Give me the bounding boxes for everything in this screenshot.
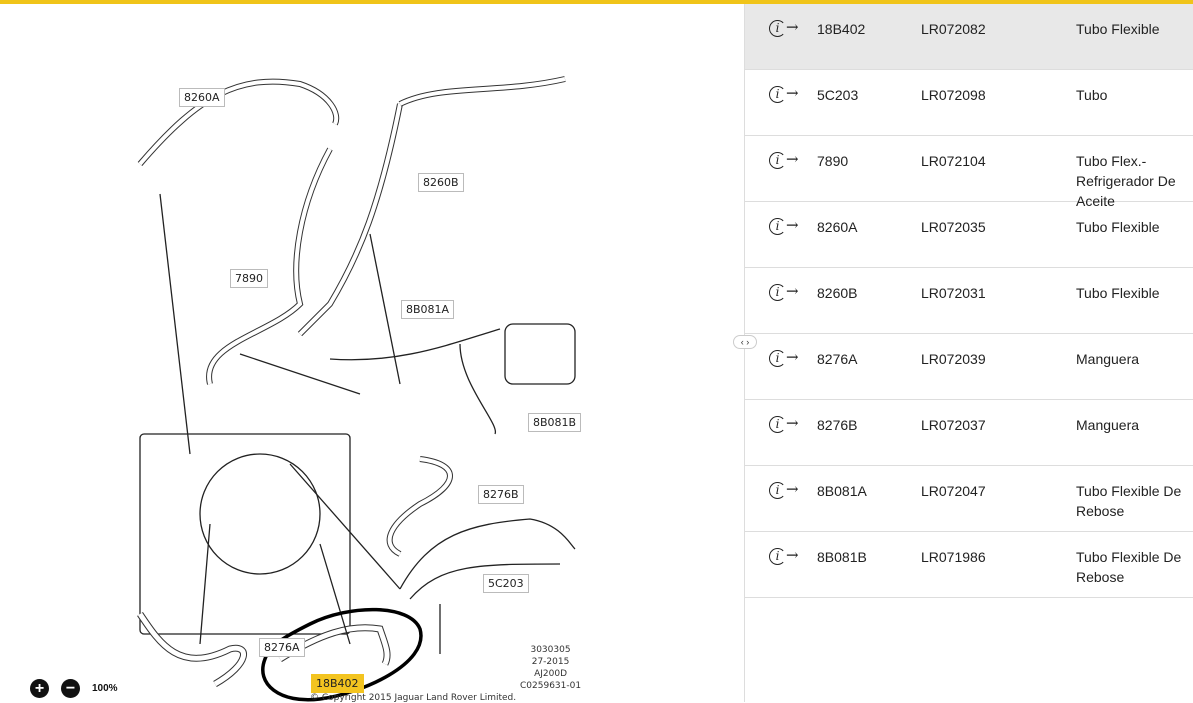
panel-divider	[744, 4, 745, 702]
info-icon[interactable]: i→	[769, 84, 799, 103]
ref-number: 8B081B	[817, 549, 867, 565]
info-icon[interactable]: i→	[769, 348, 799, 367]
zoom-controls: + − 100%	[30, 679, 118, 698]
info-icon[interactable]: i→	[769, 282, 799, 301]
part-number: LR072098	[921, 87, 986, 103]
parts-row[interactable]: i→ 18B402 LR072082 Tubo Flexible	[745, 4, 1193, 70]
part-description: Tubo Flexible De Rebose	[1076, 483, 1182, 519]
info-icon[interactable]: i→	[769, 480, 799, 499]
part-description: Manguera	[1076, 351, 1140, 367]
copyright: © Copyright 2015 Jaguar Land Rover Limit…	[310, 693, 517, 703]
info-icon[interactable]: i→	[769, 216, 799, 235]
part-description: Manguera	[1076, 417, 1140, 433]
part-number: LR071986	[921, 549, 986, 565]
part-description: Tubo Flexible	[1076, 219, 1160, 235]
info-icon[interactable]: i→	[769, 414, 799, 433]
info-icon[interactable]: i→	[769, 546, 799, 565]
part-number: LR072031	[921, 285, 986, 301]
ref-number: 5C203	[817, 87, 859, 103]
parts-row[interactable]: i→ 8B081B LR071986 Tubo Flexible De Rebo…	[745, 532, 1193, 598]
info-icon[interactable]: i→	[769, 18, 799, 37]
parts-row[interactable]: i→ 5C203 LR072098 Tubo	[745, 70, 1193, 136]
parts-row[interactable]: i→ 8276A LR072039 Manguera	[745, 334, 1193, 400]
top-accent-bar	[0, 0, 1193, 4]
callout-8B081A[interactable]: 8B081A	[401, 300, 455, 319]
panel-resize-toggle[interactable]: ‹ ›	[733, 335, 757, 349]
part-number: LR072039	[921, 351, 986, 367]
meta-line: AJ200D	[534, 669, 567, 679]
ref-number: 7890	[817, 153, 849, 169]
part-number: LR072037	[921, 417, 986, 433]
part-description: Tubo Flexible	[1076, 285, 1160, 301]
ref-number: 8276B	[817, 417, 858, 433]
parts-row[interactable]: i→ 8260A LR072035 Tubo Flexible	[745, 202, 1193, 268]
callout-8260A[interactable]: 8260A	[179, 88, 225, 107]
zoom-out-button[interactable]: −	[61, 679, 80, 698]
zoom-in-button[interactable]: +	[30, 679, 49, 698]
part-description: Tubo Flexible	[1076, 21, 1160, 37]
part-number: LR072104	[921, 153, 986, 169]
ref-number: 8B081A	[817, 483, 867, 499]
meta-line: 3030305	[530, 645, 571, 655]
parts-diagram[interactable]: 8260A 8260B 7890 8B081A 8B081B 8276B 5C2…	[0, 4, 744, 703]
part-number: LR072047	[921, 483, 986, 499]
diagram-meta: 3030305 27-2015 AJ200D C0259631-01	[520, 644, 581, 692]
meta-line: C0259631-01	[520, 681, 582, 691]
callout-8276B[interactable]: 8276B	[478, 485, 524, 504]
ref-number: 8276A	[817, 351, 858, 367]
callout-5C203[interactable]: 5C203	[483, 574, 529, 593]
callout-7890[interactable]: 7890	[230, 269, 268, 288]
part-description: Tubo	[1076, 87, 1108, 103]
zoom-reset-button[interactable]: 100%	[92, 683, 118, 694]
ref-number: 8260B	[817, 285, 858, 301]
diagram-drawing	[137, 76, 576, 702]
part-number: LR072035	[921, 219, 986, 235]
meta-line: 27-2015	[531, 657, 570, 667]
part-number: LR072082	[921, 21, 986, 37]
callout-8B081B[interactable]: 8B081B	[528, 413, 582, 432]
ref-number: 8260A	[817, 219, 858, 235]
info-icon[interactable]: i→	[769, 150, 799, 169]
parts-row[interactable]: i→ 8260B LR072031 Tubo Flexible	[745, 268, 1193, 334]
part-description: Tubo Flex.- Refrigerador De Aceite	[1076, 153, 1176, 209]
callout-18B402[interactable]: 18B402	[311, 674, 364, 693]
parts-row[interactable]: i→ 8B081A LR072047 Tubo Flexible De Rebo…	[745, 466, 1193, 532]
part-description: Tubo Flexible De Rebose	[1076, 549, 1182, 585]
ref-number: 18B402	[817, 21, 866, 37]
parts-row[interactable]: i→ 7890 LR072104 Tubo Flex.- Refrigerado…	[745, 136, 1193, 209]
callout-8276A[interactable]: 8276A	[259, 638, 305, 657]
parts-row[interactable]: i→ 8276B LR072037 Manguera	[745, 400, 1193, 466]
callout-8260B[interactable]: 8260B	[418, 173, 464, 192]
